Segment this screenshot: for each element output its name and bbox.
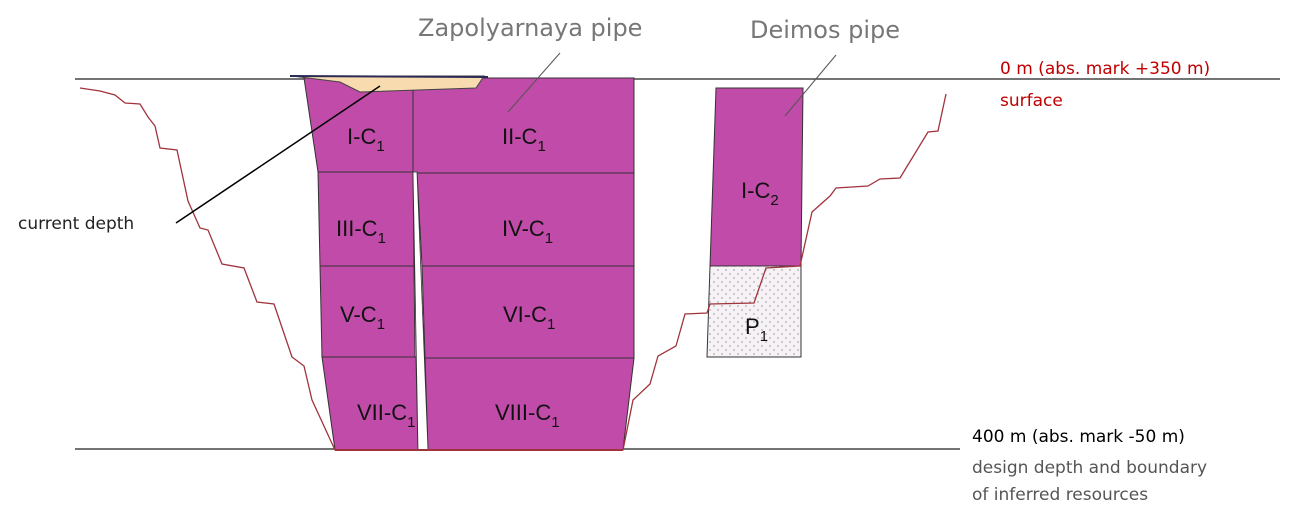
deimos-title: Deimos pipe [750, 16, 900, 44]
design-depth-label: 400 m (abs. mark -50 m) [972, 427, 1185, 447]
label-I-C1: I-C1 [347, 124, 385, 155]
label-VII-C1: VII-C1 [357, 400, 415, 431]
label-P1: P1 [745, 314, 768, 345]
deimos-leader [784, 54, 837, 117]
surface-depth-label: 0 m (abs. mark +350 m) [1000, 59, 1210, 79]
zapolyarnaya-leader [507, 52, 561, 113]
label-I-C2: I-C2 [741, 178, 779, 209]
block-P1-dots [707, 266, 801, 357]
label-VI-C1: VI-C1 [503, 302, 555, 333]
surface-label: surface [1000, 91, 1063, 111]
label-II-C1: II-C1 [502, 124, 546, 155]
current-depth-label: current depth [18, 214, 134, 234]
label-IV-C1: IV-C1 [502, 216, 553, 247]
block-I-C2 [709, 87, 804, 267]
label-VIII-C1: VIII-C1 [495, 400, 560, 431]
pit-outline-left [79, 87, 336, 451]
zapolyarnaya-title: Zapolyarnaya pipe [418, 14, 642, 42]
current-depth-leader [175, 85, 381, 224]
design-desc-line1: design depth and boundary [972, 458, 1207, 478]
current-pit-rim [289, 75, 489, 78]
pit-outline-right [622, 93, 947, 451]
label-V-C1: V-C1 [340, 302, 385, 333]
label-III-C1: III-C1 [336, 216, 386, 247]
design-desc-line2: of inferred resources [972, 485, 1148, 505]
